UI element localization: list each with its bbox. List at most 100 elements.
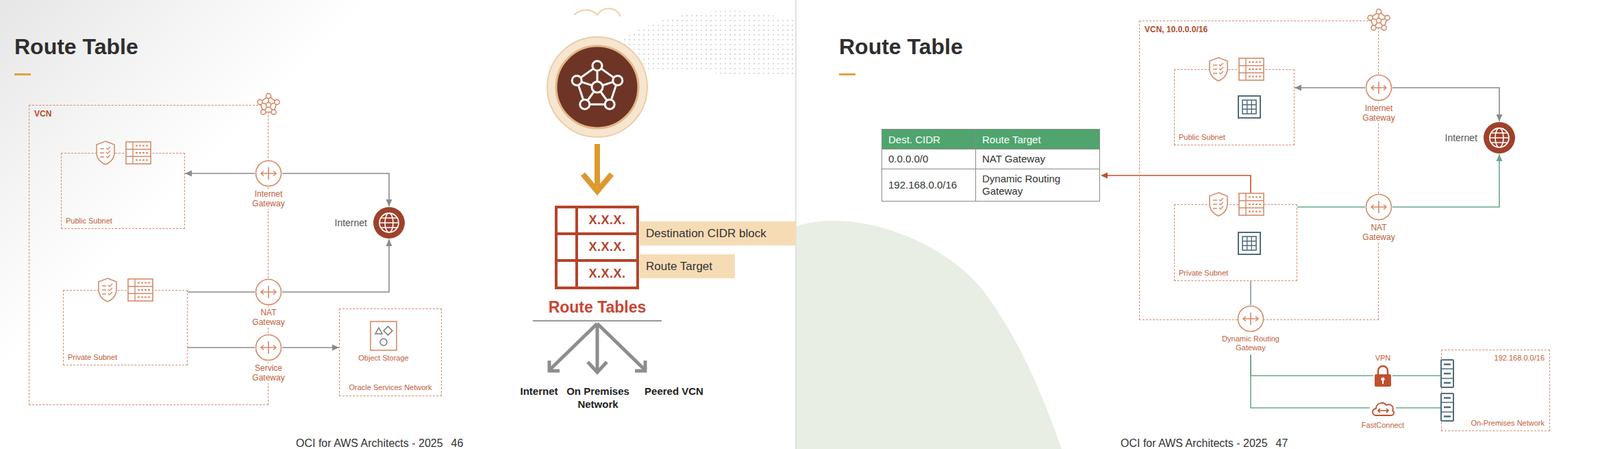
route-table-icon (1238, 192, 1265, 216)
icon-part (369, 320, 398, 351)
icon-part (260, 341, 277, 354)
icon-part (1489, 128, 1509, 148)
public-subnet: Public Subnet (60, 152, 185, 229)
hero-node (571, 75, 582, 85)
private-subnet: Private Subnet (63, 289, 188, 366)
table-cell-placeholder: X.X.X. (576, 266, 638, 281)
icon-part (1248, 62, 1261, 77)
icon-part (1371, 25, 1377, 31)
arrowhead (1496, 114, 1503, 122)
gateway-icon (1365, 193, 1393, 221)
node-label: NAT Gateway (1357, 222, 1400, 243)
connector (282, 344, 340, 351)
icon-part (271, 109, 277, 115)
header-cell: Dest. CIDR (882, 129, 977, 150)
icon-part (1239, 58, 1264, 81)
icon-part (1239, 193, 1264, 216)
connector (1250, 354, 1374, 376)
icon-part (1366, 75, 1392, 101)
icon-part (254, 159, 283, 187)
node-label: Internet (334, 217, 368, 229)
icon-part (1238, 232, 1261, 255)
icon-part (1365, 73, 1393, 102)
connector-line (1250, 354, 1370, 408)
connector-line (1395, 406, 1442, 409)
node-label: Oracle Services Network (345, 382, 435, 396)
node-label: Private Subnet (1174, 268, 1233, 281)
node-label: 192.168.0.0/16 (1489, 350, 1550, 366)
route-table-icon (556, 206, 638, 288)
connector-line (1392, 154, 1500, 207)
table-cell-placeholder: X.X.X. (576, 239, 638, 255)
gateway-icon (1365, 73, 1393, 102)
icon-part (260, 285, 277, 298)
internet-gateway: Internet Gateway (247, 159, 290, 209)
node-label: Object Storage (358, 353, 409, 362)
private-subnet: Private Subnet (1173, 204, 1298, 281)
label-holder: Peered VCN (632, 384, 716, 398)
gateway-icon (1236, 304, 1265, 333)
footer-text: OCI for AWS Architects - 2025 (295, 436, 444, 449)
destination-label: Peered VCN (632, 384, 716, 398)
node-label: VPN (1375, 353, 1392, 362)
hero-disc (556, 45, 639, 129)
connector (187, 291, 255, 293)
icon-part (96, 276, 119, 303)
icon-part (1207, 56, 1230, 83)
leader-arrow (1100, 172, 1251, 194)
route-field-band: Destination CIDR block (639, 221, 796, 246)
icon-part (256, 334, 282, 361)
icon-part (1378, 408, 1389, 413)
icon-part (260, 167, 277, 180)
icon-part (1242, 100, 1257, 114)
section-heading: Route Tables (515, 297, 680, 317)
server-icon (1440, 358, 1455, 388)
title-holder: Route Table (14, 34, 139, 60)
page-number: 46 (451, 436, 464, 449)
security-list-icon (1207, 56, 1230, 83)
title-accent (14, 73, 31, 76)
icon-part (256, 160, 282, 187)
table-cell: Dynamic Routing Gateway (982, 172, 1094, 198)
arrowhead (184, 170, 192, 177)
icon-part (372, 206, 406, 240)
node-label: VCN (29, 105, 57, 122)
connector-line (1392, 374, 1442, 377)
hero-cloud (573, 8, 621, 17)
icon-part (260, 109, 266, 115)
connector (1250, 354, 1370, 408)
icon-part (1440, 358, 1455, 388)
icon-part (1382, 379, 1384, 384)
icon-part (1378, 365, 1388, 374)
gateway-icon (254, 278, 283, 306)
table-cell: NAT Gateway (982, 152, 1046, 166)
vcn-hero-icon (547, 8, 648, 137)
nat-gateway: NAT Gateway (1357, 193, 1400, 243)
connector (1392, 154, 1503, 207)
icon-part (1369, 396, 1396, 419)
icon-part (1482, 121, 1516, 155)
footer-row: OCI for AWS Architects - 2025 46 (295, 436, 464, 449)
icon-part (254, 91, 283, 119)
title-accent (839, 73, 856, 76)
icon-part (128, 278, 153, 301)
icon-part (1367, 15, 1373, 20)
hero-node (604, 99, 615, 109)
icon-part (1213, 200, 1218, 209)
icon-part (1376, 8, 1381, 14)
icon-part (1238, 95, 1261, 118)
table-cell-placeholder: X.X.X. (576, 213, 638, 228)
body-cell: 0.0.0.0/0 (882, 149, 977, 170)
icon-part (100, 148, 105, 157)
footer-row: OCI for AWS Architects - 202547 (1120, 436, 1288, 449)
icon-part (137, 282, 150, 298)
arrow-shaft (594, 143, 600, 187)
connector (187, 347, 255, 348)
table-header: Route Target (982, 133, 1042, 146)
node-label: Destination CIDR block (645, 226, 767, 241)
vcn-icon (1365, 6, 1393, 35)
node-label: FastConnect (1361, 420, 1405, 429)
icon-part (106, 146, 111, 158)
icon-part (373, 206, 405, 239)
